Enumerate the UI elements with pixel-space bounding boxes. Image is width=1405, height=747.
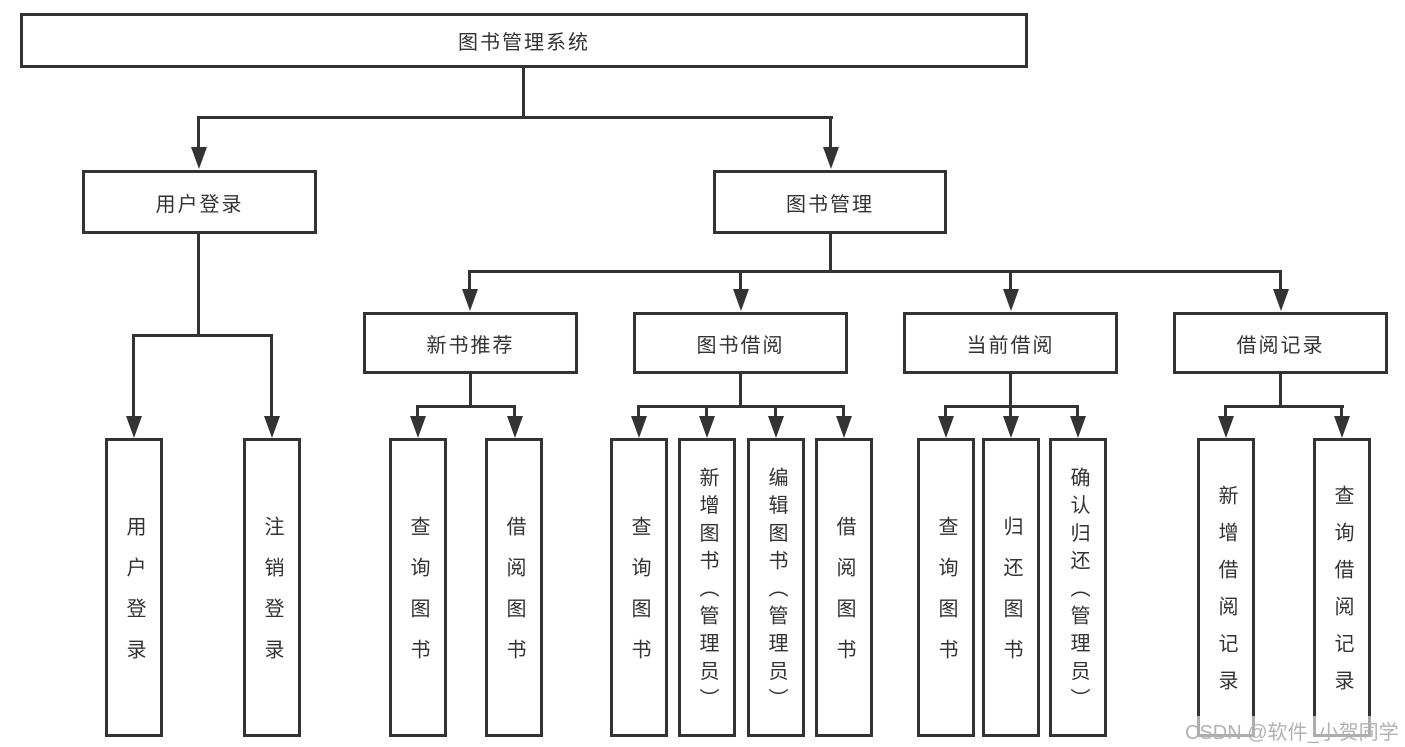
leaf-add-borrow-record-label: 新增借阅记录 <box>1215 485 1237 707</box>
leaf-borrow-books: 借阅图书 <box>815 438 873 737</box>
arrowhead-current-borrow <box>1003 289 1019 311</box>
arrowhead-leaf <box>836 416 852 438</box>
node-book-management-label: 图书管理 <box>786 193 874 216</box>
connector-book-mgmt-stem <box>829 116 832 149</box>
connector-current-borrow-stem <box>1009 270 1012 290</box>
arrowhead-borrow-records <box>1273 289 1289 311</box>
leaf-logout-label: 注销登录 <box>261 516 283 680</box>
connector-leaf-stem <box>637 405 640 419</box>
arrowhead-leaf <box>699 416 715 438</box>
connector-book-mgmt-drop <box>829 234 832 272</box>
leaf-query-books-current: 查询图书 <box>917 438 975 737</box>
leaf-borrow-books-label: 借阅图书 <box>833 516 855 680</box>
arrowhead-logout-leaf <box>264 416 280 438</box>
connector-leaf-stem <box>1009 405 1012 419</box>
leaf-add-borrow-record: 新增借阅记录 <box>1197 438 1255 737</box>
leaf-query-books-current-label: 查询图书 <box>935 516 957 680</box>
leaf-query-borrow-record-label: 查询借阅记录 <box>1331 485 1353 707</box>
arrowhead-book-mgmt <box>823 147 839 169</box>
arrowhead-leaf <box>768 416 784 438</box>
leaf-logout: 注销登录 <box>243 438 301 737</box>
connector-user-login-drop <box>197 234 200 336</box>
leaf-user-login-label: 用户登录 <box>123 516 145 680</box>
node-user-login: 用户登录 <box>82 170 317 234</box>
connector-borrow-records-drop <box>1279 374 1282 407</box>
connector-book-borrow-stem <box>739 270 742 290</box>
connector-leaf-stem <box>842 405 845 419</box>
leaf-add-books-admin-label: 新增图书（管理员） <box>696 467 718 716</box>
leaf-return-books-label: 归还图书 <box>1000 516 1022 680</box>
arrowhead-book-borrow <box>733 289 749 311</box>
node-new-book-recommend: 新书推荐 <box>363 312 578 374</box>
arrowhead-leaf <box>938 416 954 438</box>
leaf-borrow-books-recommend-label: 借阅图书 <box>503 516 525 680</box>
arrowhead-new-books <box>462 289 478 311</box>
arrowhead-leaf <box>1334 416 1350 438</box>
arrowhead-login-leaf <box>126 416 142 438</box>
connector-root-drop <box>522 68 525 118</box>
node-current-borrowing: 当前借阅 <box>903 312 1118 374</box>
node-borrowing-records: 借阅记录 <box>1173 312 1388 374</box>
node-current-borrowing-label: 当前借阅 <box>966 334 1055 357</box>
connector-login-leaf-stem <box>132 334 135 418</box>
connector-leaf-stem <box>944 405 947 419</box>
leaf-borrow-books-recommend: 借阅图书 <box>485 438 543 737</box>
leaf-add-books-admin: 新增图书（管理员） <box>678 438 736 737</box>
leaf-confirm-return-admin-label: 确认归还（管理员） <box>1067 467 1089 716</box>
node-book-management: 图书管理 <box>713 170 947 234</box>
connector-leaf-stem <box>1076 405 1079 419</box>
connector-leaf-stem <box>774 405 777 419</box>
leaf-return-books: 归还图书 <box>982 438 1040 737</box>
leaf-edit-books-admin-label: 编辑图书（管理员） <box>765 467 787 716</box>
connector-new-books-split <box>416 405 516 408</box>
leaf-query-books-borrowing: 查询图书 <box>610 438 668 737</box>
connector-logout-leaf-stem <box>270 334 273 418</box>
connector-borrow-records-split <box>1224 405 1344 408</box>
node-book-borrowing: 图书借阅 <box>633 312 848 374</box>
arrowhead-leaf <box>1218 416 1234 438</box>
leaf-query-books-recommend: 查询图书 <box>389 438 447 737</box>
connector-borrow-records-stem <box>1279 270 1282 290</box>
watermark: CSDN @软件_小贺同学 <box>1183 716 1401 745</box>
node-library-system-label: 图书管理系统 <box>458 32 590 54</box>
leaf-confirm-return-admin: 确认归还（管理员） <box>1049 438 1107 737</box>
connector-leaf-stem <box>416 405 419 419</box>
node-user-login-label: 用户登录 <box>155 193 244 216</box>
connector-leaf-stem <box>705 405 708 419</box>
leaf-query-borrow-record: 查询借阅记录 <box>1313 438 1371 737</box>
leaf-edit-books-admin: 编辑图书（管理员） <box>747 438 805 737</box>
node-borrowing-records-label: 借阅记录 <box>1236 334 1325 357</box>
node-library-system: 图书管理系统 <box>20 13 1028 68</box>
arrowhead-leaf <box>1070 416 1086 438</box>
node-new-book-recommend-label: 新书推荐 <box>426 334 515 357</box>
connector-user-login-split <box>132 334 273 337</box>
arrowhead-leaf <box>410 416 426 438</box>
leaf-query-books-borrowing-label: 查询图书 <box>628 516 650 680</box>
connector-level2-split <box>197 116 833 119</box>
leaf-user-login: 用户登录 <box>105 438 163 737</box>
connector-level3-split <box>468 270 1282 273</box>
arrowhead-leaf <box>1003 416 1019 438</box>
arrowhead-user-login <box>191 147 207 169</box>
connector-leaf-stem <box>513 405 516 419</box>
connector-new-books-stem <box>468 270 471 290</box>
arrowhead-leaf <box>631 416 647 438</box>
arrowhead-leaf <box>507 416 523 438</box>
connector-leaf-stem <box>1340 405 1343 419</box>
connector-current-borrow-drop <box>1009 374 1012 407</box>
connector-book-borrow-split <box>637 405 845 408</box>
connector-user-login-stem <box>197 116 200 149</box>
connector-book-borrow-drop <box>739 374 742 407</box>
leaf-query-books-recommend-label: 查询图书 <box>407 516 429 680</box>
connector-leaf-stem <box>1224 405 1227 419</box>
connector-new-books-drop <box>469 374 472 407</box>
node-book-borrowing-label: 图书借阅 <box>696 334 785 357</box>
